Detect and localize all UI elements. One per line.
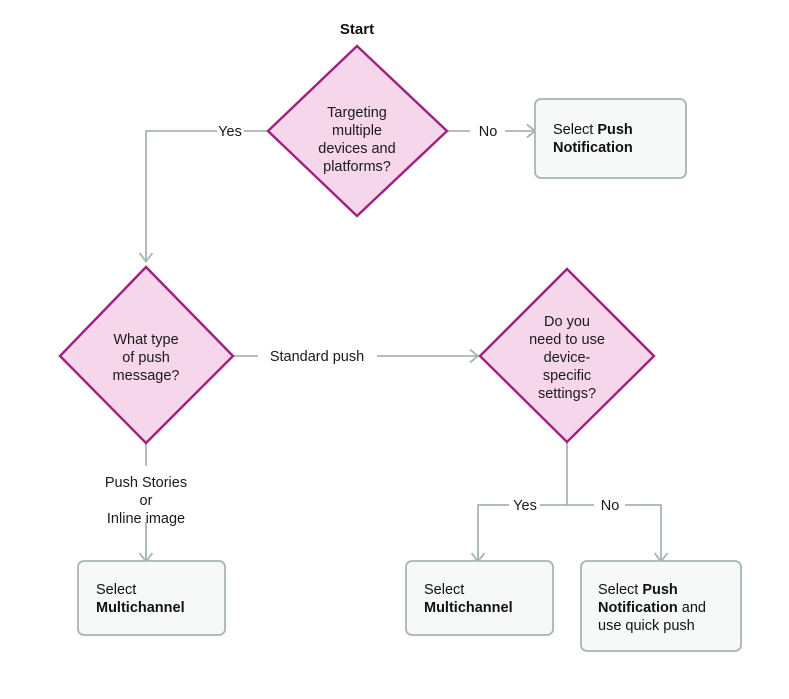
outcome-text-line: Multichannel — [424, 600, 513, 616]
edge-label-yes: Yes — [218, 124, 242, 140]
decision-label-line: message? — [113, 368, 180, 384]
diamond-shape — [478, 267, 656, 444]
edge-segment — [145, 130, 217, 260]
decision-label-line: settings? — [538, 386, 596, 402]
arrow-head-icon — [138, 252, 154, 263]
edge-label-push-stories: Push Stories or Inline image — [105, 475, 187, 527]
edge-label-line: Inline image — [107, 511, 185, 527]
page-title: Start — [340, 21, 374, 38]
decision-label-line: of push — [122, 350, 170, 366]
outcome-node-multichannel-left[interactable]: Select Multichannel — [77, 560, 226, 636]
outcome-text-line: Multichannel — [96, 600, 185, 616]
decision-label-line: multiple — [332, 123, 382, 139]
decision-node-push-type[interactable]: What type of push message? — [58, 265, 235, 445]
diamond-shape — [58, 265, 235, 445]
box-shape — [534, 98, 687, 179]
decision-label-line: platforms? — [323, 159, 391, 175]
edge-device-settings-split — [470, 441, 669, 563]
outcome-node-push-notification-quick[interactable]: Select Push Notification and use quick p… — [580, 560, 742, 652]
outcome-text-line: Notification and — [598, 600, 706, 616]
decision-label-line: Targeting — [327, 105, 387, 121]
edge-label-yes: Yes — [513, 498, 537, 514]
edge-label-no: No — [601, 498, 620, 514]
box-shape — [405, 560, 554, 636]
edge-label-line: Push Stories — [105, 475, 187, 491]
outcome-text-line: Select — [424, 582, 464, 598]
edge-label-line: or — [140, 493, 153, 509]
decision-label-line: specific — [543, 368, 591, 384]
outcome-node-multichannel-middle[interactable]: Select Multichannel — [405, 560, 554, 636]
decision-node-targeting[interactable]: Targeting multiple devices and platforms… — [266, 44, 449, 218]
outcome-text-line: Select Push — [598, 582, 678, 598]
outcome-text-line: Notification — [553, 140, 633, 156]
arrow-head-icon — [469, 348, 480, 364]
edge-label-standard-push: Standard push — [270, 349, 364, 365]
edge-segment — [477, 504, 509, 560]
edge-segment — [625, 504, 662, 560]
diamond-shape — [266, 44, 449, 218]
outcome-text-line: Select Push — [553, 122, 633, 138]
edge-standard-push — [233, 348, 480, 364]
outcome-text-line: Select — [96, 582, 136, 598]
box-shape — [580, 560, 742, 652]
decision-label-line: Do you — [544, 314, 590, 330]
decision-label-line: device- — [544, 350, 591, 366]
outcome-text-line: use quick push — [598, 618, 695, 634]
box-shape — [77, 560, 226, 636]
edge-targeting-yes — [138, 130, 270, 263]
decision-label-line: devices and — [318, 141, 395, 157]
edge-label-no: No — [479, 124, 498, 140]
decision-label-line: need to use — [529, 332, 605, 348]
outcome-node-push-notification[interactable]: Select Push Notification — [534, 98, 687, 179]
decision-label-line: What type — [113, 332, 178, 348]
decision-node-device-settings[interactable]: Do you need to use device- specific sett… — [478, 267, 656, 444]
